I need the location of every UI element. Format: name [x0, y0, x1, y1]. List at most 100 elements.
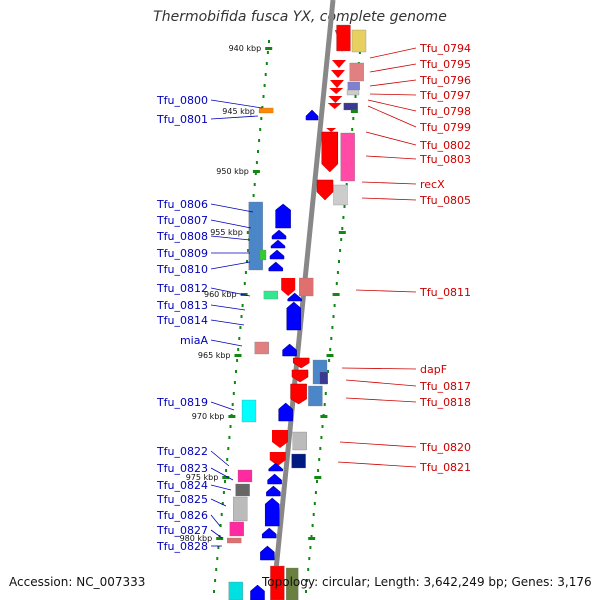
gene-block: [351, 29, 367, 53]
rail-dot: [342, 216, 345, 219]
reverse-gene-arrow: [278, 402, 293, 422]
rail-dot: [254, 172, 257, 175]
gene-block: [299, 277, 314, 297]
reverse-gene-arrow: [267, 473, 282, 485]
gene-label: Tfu_0824: [156, 479, 208, 492]
rail-dot: [259, 128, 262, 131]
kbp-tick-label: 980 kbp: [180, 534, 213, 543]
rail-dot: [247, 249, 250, 252]
kbp-tick-mark: [320, 415, 328, 418]
kbp-tick-mark: [222, 476, 230, 479]
gene-block: [241, 399, 257, 423]
gene-label: Tfu_0797: [419, 89, 471, 102]
rail-dot: [263, 84, 266, 87]
rail-dot: [319, 447, 322, 450]
rail-dot: [258, 139, 261, 142]
rail-dot: [217, 546, 220, 549]
label-leader-line: [210, 401, 235, 411]
gene-block: [263, 290, 279, 300]
rail-dot: [226, 458, 229, 461]
rail-dot: [264, 73, 267, 76]
gene-label: Tfu_0814: [156, 314, 208, 327]
label-leader-line: [365, 131, 417, 146]
label-leader-line: [210, 498, 227, 507]
reverse-gene-arrow: [271, 229, 287, 240]
gene-label: Tfu_0805: [419, 194, 471, 207]
gene-block: [340, 132, 355, 182]
gene-label: Tfu_0828: [156, 540, 208, 553]
forward-gene-arrow: [272, 430, 288, 448]
genome-backbone: [270, 0, 336, 600]
rail-dot: [257, 150, 259, 153]
forward-gene-arrow: [332, 60, 346, 68]
label-leader-line: [369, 47, 417, 59]
gene-block: [333, 184, 348, 206]
rail-dot: [311, 524, 314, 527]
rail-dot: [323, 403, 326, 406]
map-title: Thermobifida fusca YX, complete genome: [153, 9, 447, 25]
rail-dot: [213, 590, 215, 593]
rail-dot: [227, 447, 230, 450]
rail-dot: [345, 183, 348, 186]
topology-text: Topology: circular; Length: 3,642,249 bp…: [262, 575, 592, 589]
label-leader-line: [345, 379, 417, 387]
gene-label: Tfu_0799: [419, 121, 471, 134]
rail-dot: [328, 359, 331, 362]
gene-block: [346, 89, 360, 96]
rail-dot: [354, 95, 357, 98]
rail-dot: [233, 381, 236, 384]
kbp-tick-mark: [228, 415, 236, 418]
label-leader-line: [345, 397, 417, 403]
kbp-tick-mark: [265, 47, 273, 50]
rail-dot: [358, 51, 361, 54]
gene-block: [233, 496, 248, 522]
forward-gene-arrow: [316, 179, 334, 201]
rail-dot: [237, 348, 240, 351]
rail-dot: [238, 337, 241, 340]
gene-label: Tfu_0808: [156, 230, 208, 243]
label-leader-line: [210, 339, 243, 347]
gene-label: Tfu_0796: [419, 74, 471, 87]
forward-gene-arrow: [328, 96, 343, 103]
reverse-gene-arrow: [287, 292, 302, 302]
gene-block: [349, 62, 364, 82]
rail-dot: [316, 480, 318, 483]
reverse-gene-arrow: [260, 545, 275, 561]
rail-dot: [351, 128, 354, 131]
label-leader-line: [369, 93, 417, 96]
rail-dot: [266, 51, 269, 54]
rail-dot: [221, 502, 224, 505]
rail-dot: [317, 469, 320, 472]
rail-dot: [324, 392, 327, 395]
label-leader-line: [210, 261, 251, 270]
gene-block: [259, 249, 267, 261]
kbp-tick-mark: [314, 476, 322, 479]
label-leader-line: [341, 367, 417, 370]
label-leader-line: [210, 115, 259, 120]
reverse-gene-arrow: [266, 485, 281, 497]
gene-label: Tfu_0813: [156, 299, 208, 312]
kbp-tick-label: 940 kbp: [229, 44, 262, 53]
rail-dot: [338, 260, 340, 263]
gene-label: Tfu_0800: [156, 94, 208, 107]
rail-dot: [312, 513, 315, 516]
rail-dot: [330, 337, 333, 340]
rail-dot: [235, 370, 237, 373]
gene-label: Tfu_0827: [156, 524, 208, 537]
gene-label: Tfu_0820: [419, 441, 471, 454]
reverse-gene-arrow: [264, 497, 280, 527]
label-leader-line: [365, 155, 417, 160]
rail-dot: [220, 513, 223, 516]
rail-dot: [306, 579, 309, 582]
forward-gene-arrow: [292, 357, 310, 369]
rail-dot: [253, 183, 256, 186]
rail-dot: [339, 249, 342, 252]
rail-dot: [214, 579, 217, 582]
rail-dot: [310, 535, 313, 538]
forward-gene-arrow: [327, 103, 342, 109]
kbp-tick-mark: [234, 354, 242, 357]
rail-dot: [229, 425, 232, 428]
rail-dot: [228, 436, 231, 439]
label-leader-line: [369, 79, 417, 87]
